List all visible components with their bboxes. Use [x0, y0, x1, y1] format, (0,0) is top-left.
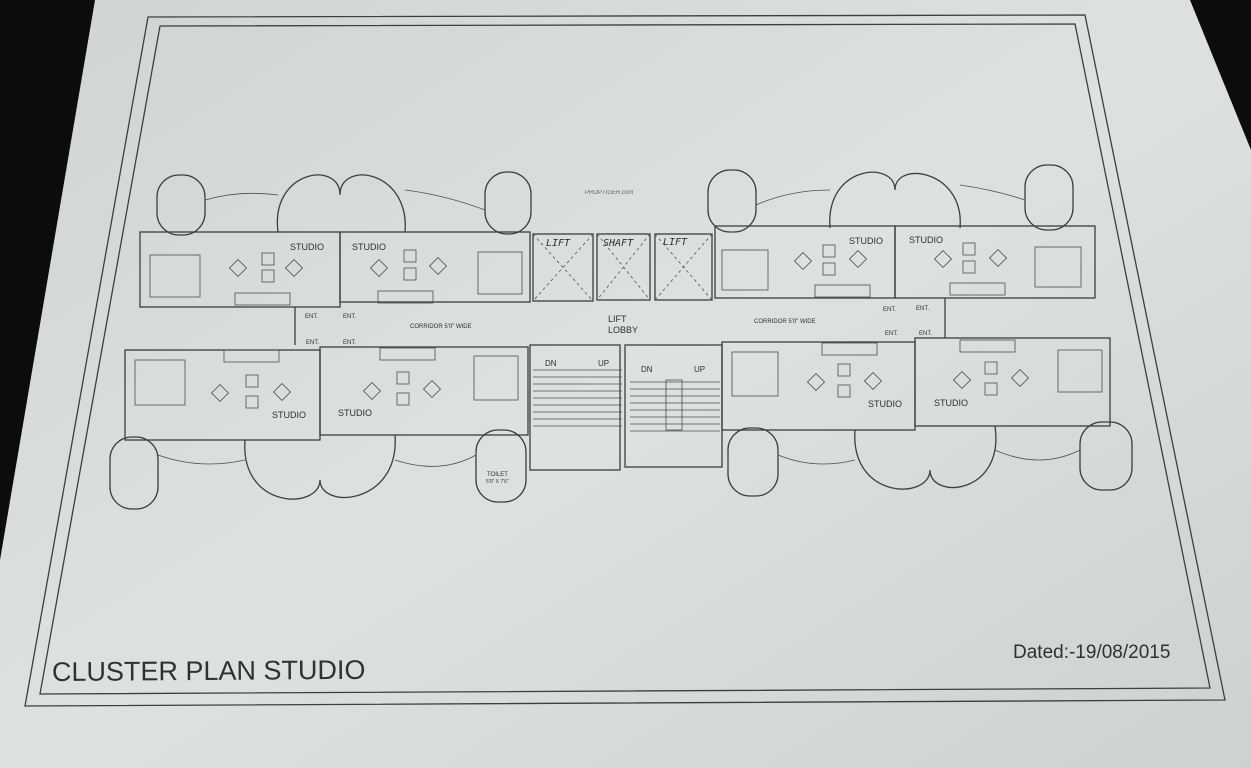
drawing-date: Dated:-19/08/2015: [1013, 642, 1170, 663]
studio-label: STUDIO: [849, 236, 883, 246]
toilet-size: 5'0" X 7'6": [486, 479, 509, 485]
watermark: PROPTIGER.com: [585, 190, 633, 196]
lower-units: [109, 337, 1133, 510]
staircases: [529, 344, 723, 471]
shaft-label: SHAFT: [603, 238, 634, 249]
lift-core: [532, 233, 713, 302]
outer-border: [24, 14, 1226, 707]
stair-up-label: UP: [598, 359, 609, 368]
lift-lobby-label: LOBBY: [608, 325, 638, 335]
studio-label: STUDIO: [272, 410, 306, 420]
studio-label: STUDIO: [338, 408, 372, 418]
corridor-label: CORRIDOR 5'0" WIDE: [410, 324, 472, 330]
entrance-label: ENT.: [919, 331, 932, 337]
corridor: [294, 298, 946, 345]
entrance-label: ENT.: [916, 306, 929, 312]
entrance-label: ENT.: [885, 331, 898, 337]
lift-label: LIFT: [546, 238, 571, 249]
toilet-label: TOILET: [487, 472, 508, 478]
entrance-label: ENT.: [343, 314, 356, 320]
stair-up-label: UP: [694, 365, 705, 374]
stair-dn-label: DN: [545, 359, 557, 368]
studio-label: STUDIO: [909, 235, 943, 245]
lift-label: LIFT: [663, 237, 688, 248]
lift-lobby-label: LIFT: [608, 314, 627, 324]
entrance-label: ENT.: [343, 340, 356, 346]
studio-label: STUDIO: [290, 242, 324, 252]
studio-label: STUDIO: [352, 242, 386, 252]
stair-dn-label: DN: [641, 365, 653, 374]
studio-label: STUDIO: [868, 399, 902, 409]
corridor-label: CORRIDOR 5'0" WIDE: [754, 319, 816, 325]
entrance-label: ENT.: [883, 307, 896, 313]
entrance-label: ENT.: [306, 340, 319, 346]
studio-label: STUDIO: [934, 398, 968, 408]
entrance-label: ENT.: [305, 314, 318, 320]
drawing-title: CLUSTER PLAN STUDIO: [52, 655, 366, 687]
inner-border: [39, 23, 1211, 695]
upper-units: [139, 164, 1096, 308]
